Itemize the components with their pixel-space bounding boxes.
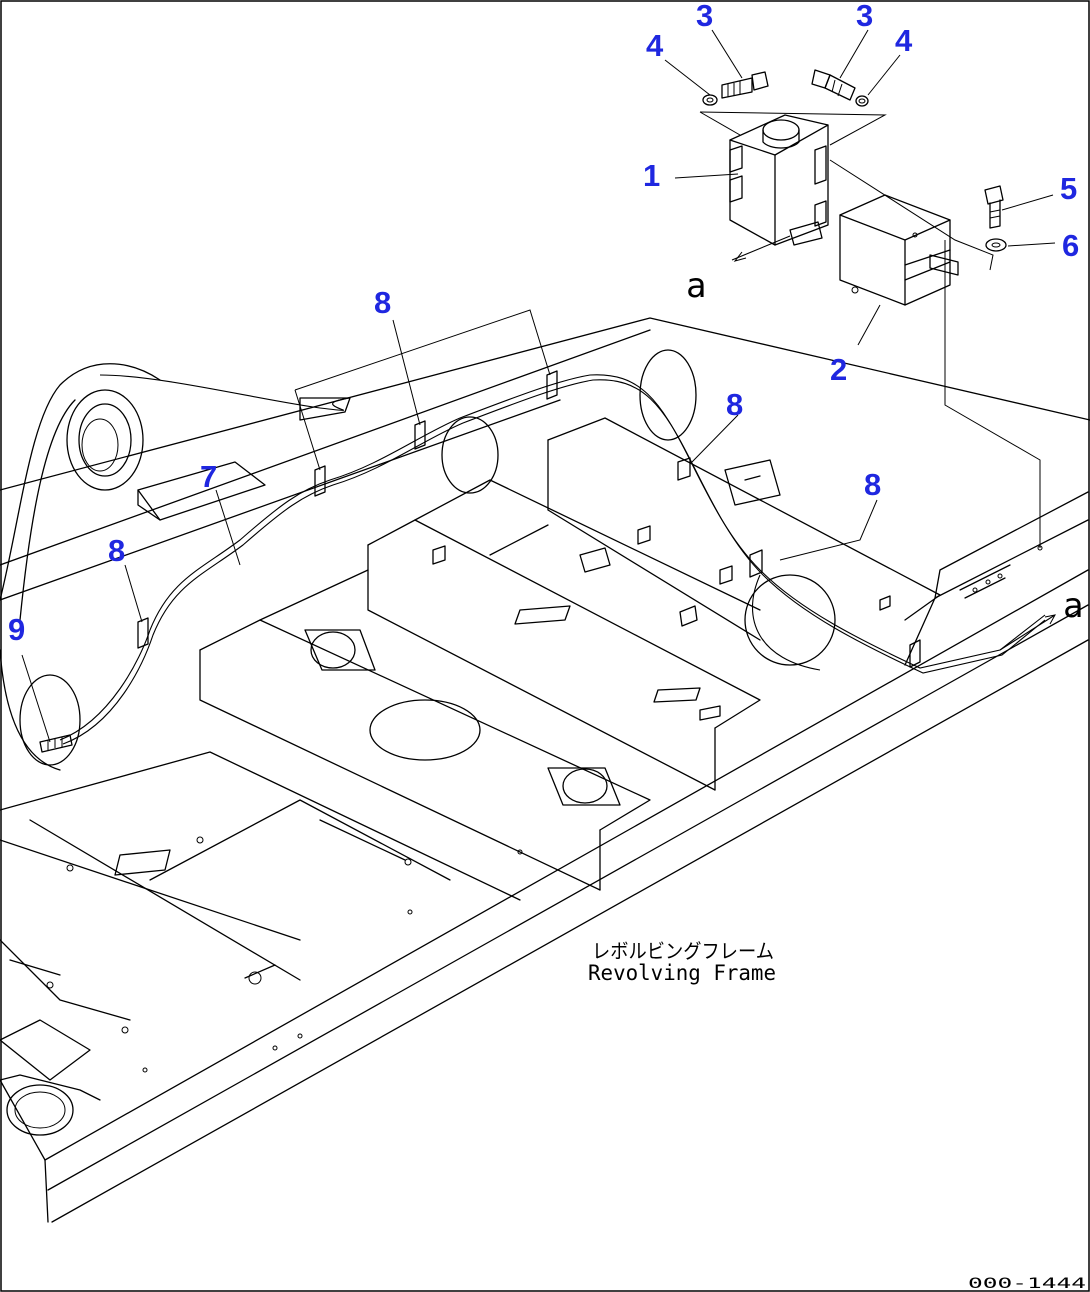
- callout-8-upper: 8: [374, 285, 391, 320]
- callout-6: 6: [1062, 228, 1079, 263]
- view-arrow-right: a: [999, 586, 1083, 651]
- tank-part-1: [729, 114, 829, 246]
- frame-label-japanese: レボルビングフレーム: [592, 939, 774, 963]
- hardware: [699, 69, 1041, 548]
- frame-label-english: Revolving Frame: [588, 961, 776, 985]
- callout-1: 1: [643, 158, 660, 193]
- callout-2: 2: [830, 352, 847, 387]
- clamp-group-bracket: [294, 309, 551, 471]
- callout-4-left: 4: [646, 28, 664, 63]
- callout-3-right: 3: [856, 0, 873, 33]
- drawing-number: 000-1444: [968, 1276, 1086, 1292]
- callout-7: 7: [200, 459, 217, 494]
- callout-4-right: 4: [895, 23, 913, 58]
- view-mark-left: a: [686, 266, 706, 306]
- callout-9: 9: [8, 612, 25, 647]
- callout-8-mid: 8: [726, 387, 743, 422]
- callout-8-left: 8: [108, 533, 125, 568]
- callouts: 4 3 3 4 1 5 6 2 8 8 8 8 7 9: [8, 0, 1079, 647]
- callout-8-right: 8: [864, 467, 881, 502]
- frame-label: レボルビングフレーム Revolving Frame: [588, 939, 776, 985]
- wire-harness: [39, 370, 1046, 753]
- revolving-frame: [0, 317, 1090, 1223]
- view-mark-right: a: [1063, 586, 1083, 626]
- bracket-part-2: [839, 194, 959, 306]
- callout-5: 5: [1060, 171, 1077, 206]
- leader-lines: [21, 29, 1056, 743]
- callout-3-left: 3: [696, 0, 713, 33]
- bolt-left: [721, 77, 753, 99]
- view-arrow-left: a: [686, 235, 791, 306]
